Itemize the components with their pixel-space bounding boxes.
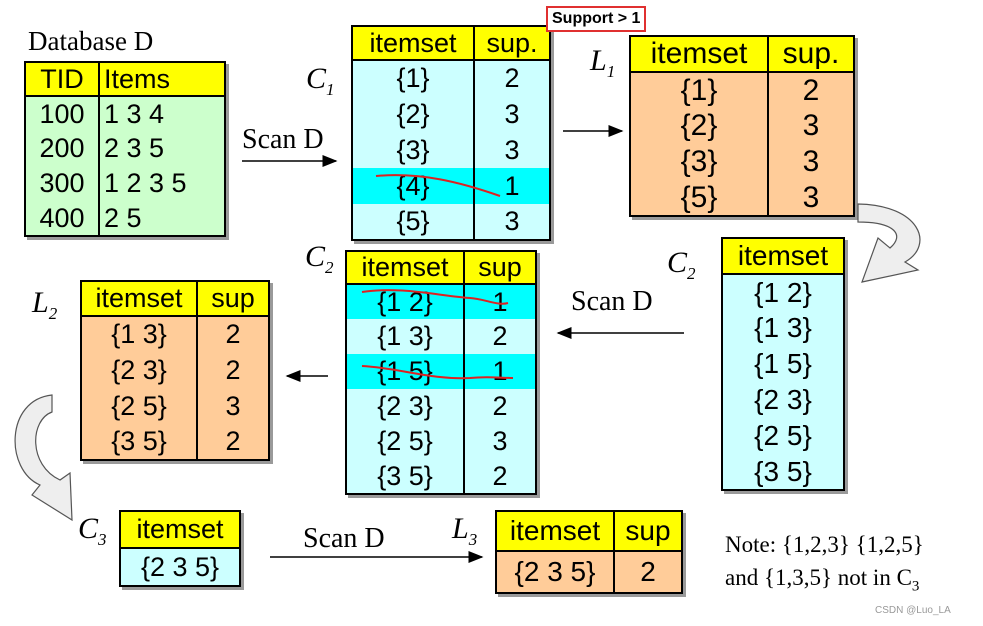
table-row: {1 2} <box>721 274 845 310</box>
table-row: {2}3 <box>629 108 855 144</box>
note-line-2: and {1,3,5} not in C3 <box>725 565 920 595</box>
table-row: {1 5} <box>721 346 845 382</box>
table-row: {3}3 <box>351 132 551 168</box>
table-row: {2 3 5}2 <box>495 551 683 594</box>
c1-header-sup: sup. <box>473 25 551 61</box>
l1-label: L1 <box>590 44 616 81</box>
table-row: {5}3 <box>351 204 551 241</box>
watermark-credit: CSDN @Luo_LA <box>875 605 951 616</box>
l3-label: L3 <box>452 512 478 549</box>
l1-table: itemset sup. {1}2 {2}3 {3}3 {5}3 <box>629 35 855 217</box>
c2a-label: C2 <box>667 246 696 283</box>
database-header-tid: TID <box>24 61 100 97</box>
strike-mark-c2-row3 <box>361 365 514 380</box>
l1-header-sup: sup. <box>767 35 855 73</box>
c3-label: C3 <box>78 512 107 549</box>
table-row: {2 5}3 <box>345 424 537 459</box>
c1-label: C1 <box>306 62 335 99</box>
table-row: {3 5}2 <box>345 459 537 495</box>
table-row: {2}3 <box>351 96 551 132</box>
scan-label-1: Scan D <box>242 124 324 155</box>
c1-header-itemset: itemset <box>351 25 475 61</box>
table-row: {2 5} <box>721 418 845 454</box>
curved-arrow-l2-to-c3 <box>14 394 73 522</box>
l2-label: L2 <box>32 286 58 323</box>
strike-mark-c2-row1 <box>361 289 509 305</box>
table-row: {2 3} <box>721 382 845 418</box>
l3-table: itemset sup {2 3 5}2 <box>495 510 683 594</box>
c3-header-itemset: itemset <box>119 510 241 549</box>
table-row: {5}3 <box>629 180 855 217</box>
c1-table: itemset sup. {1}2 {2}3 {3}3 {4}1 {5}3 <box>351 25 551 241</box>
table-row: {1 3}2 <box>345 319 537 354</box>
c3-table: itemset {2 3 5} <box>119 510 241 587</box>
l3-header-sup: sup <box>613 510 683 552</box>
table-row: {3 5}2 <box>80 424 270 461</box>
table-row: {2 3 5} <box>119 548 241 587</box>
table-row: {2 3}2 <box>80 352 270 388</box>
table-row: {2 5}3 <box>80 388 270 424</box>
strike-mark-c1-row4 <box>375 174 501 197</box>
l2-header-sup: sup <box>196 280 270 317</box>
curved-arrow-l1-to-c2 <box>857 203 921 283</box>
note-text: Note: {1,2,3} {1,2,5} and {1,3,5} not in… <box>725 528 924 604</box>
c2b-label: C2 <box>305 240 334 277</box>
c2a-table: itemset {1 2} {1 3} {1 5} {2 3} {2 5} {3… <box>721 237 845 491</box>
l1-header-itemset: itemset <box>629 35 769 73</box>
c2a-header-itemset: itemset <box>721 237 845 275</box>
database-title: Database D <box>28 26 154 56</box>
table-row: {1}2 <box>351 60 551 96</box>
l2-header-itemset: itemset <box>80 280 198 317</box>
table-row: {1 3}2 <box>80 316 270 352</box>
table-row-pruned: {4}1 <box>351 168 551 204</box>
table-row: {2 3}2 <box>345 389 537 424</box>
table-row: {3 5} <box>721 454 845 491</box>
scan-label-3: Scan D <box>303 523 385 554</box>
l3-header-itemset: itemset <box>495 510 615 552</box>
table-row: {1}2 <box>629 72 855 108</box>
database-header-items: Items <box>98 61 226 97</box>
table-row: {1 3} <box>721 310 845 346</box>
scan-label-2: Scan D <box>571 286 653 317</box>
note-line-1: Note: {1,2,3} {1,2,5} <box>725 532 924 557</box>
support-threshold-label: Support > 1 <box>546 6 647 32</box>
c2b-header-sup: sup <box>463 250 537 285</box>
c2b-header-itemset: itemset <box>345 250 465 285</box>
table-row: {3}3 <box>629 144 855 180</box>
l2-table: itemset sup {1 3}2 {2 3}2 {2 5}3 {3 5}2 <box>80 280 270 461</box>
